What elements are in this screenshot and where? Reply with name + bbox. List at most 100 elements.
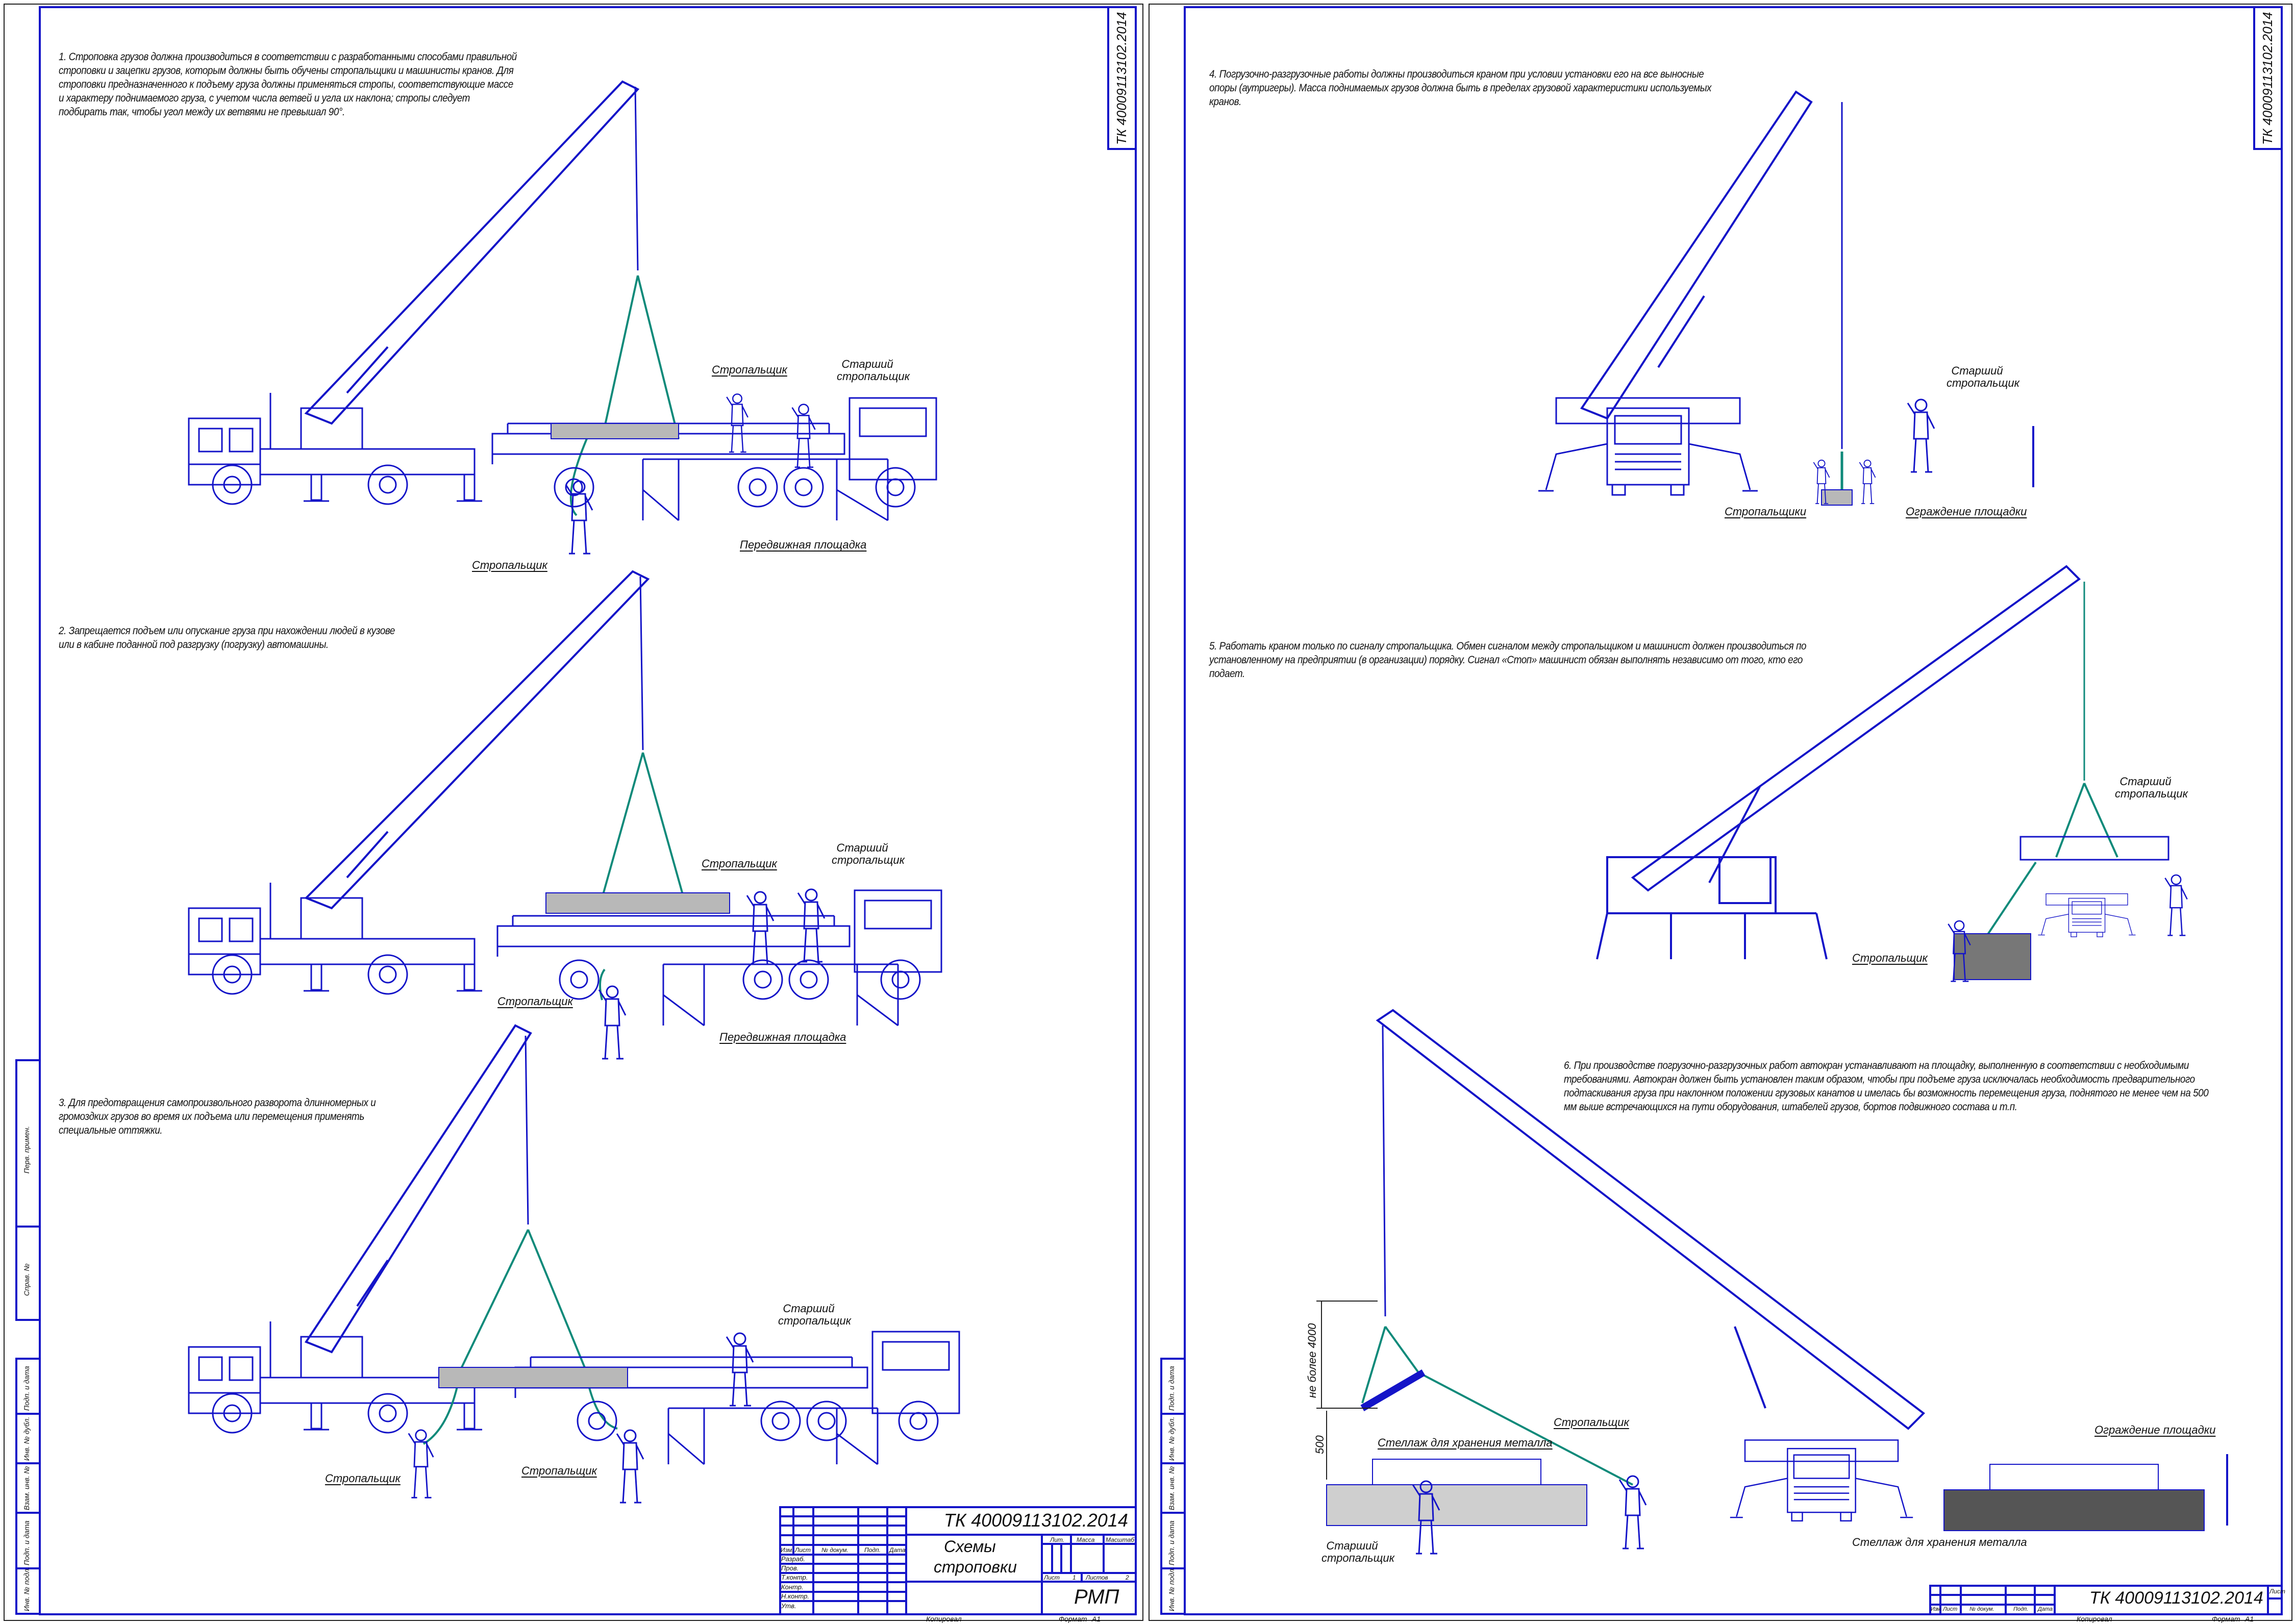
tb1-h-izm: Изм. (781, 1546, 794, 1554)
pipe-load (1360, 1369, 1426, 1412)
tb2-code: ТК 40009113102.2014 (2089, 1588, 2263, 1608)
stamp-vzam-inv: Взам. инв. № (22, 1466, 31, 1510)
label-slinger: Стропальщик (1852, 952, 1928, 964)
tb1-role: Пров. (781, 1564, 799, 1572)
tb1-lit: Лит. (1050, 1536, 1065, 1543)
stamp-vzam-inv: Взам. инв. № (1167, 1466, 1176, 1510)
tb1-massa: Масса (1077, 1536, 1095, 1543)
load (438, 1367, 628, 1388)
stamp-podp-data-2: Подп. и дата (1167, 1520, 1176, 1565)
sheet2-code-vertical: ТК 40009113102.2014 (2260, 12, 2275, 145)
stamp-podp-data: Подп. и дата (22, 1366, 31, 1411)
mobile-platform (642, 458, 889, 521)
scene-1-crane-loading (188, 80, 937, 555)
tb1-title-2: строповки (934, 1558, 1017, 1576)
scene-5-signals (1596, 565, 2188, 982)
worker-figure (1907, 398, 1935, 473)
stamp-sprav: Справ. № (22, 1263, 31, 1296)
label-senior-slinger: Старший стропальщик (2115, 775, 2188, 800)
tb2-h-izm: Изм. (1931, 1606, 1942, 1612)
slings (1361, 1326, 1633, 1486)
slings (569, 275, 680, 516)
title-block-1-grid (779, 1506, 1137, 1615)
tb2-h-date: Дата (2038, 1606, 2053, 1612)
label-fence: Ограждение площадки (2094, 1423, 2216, 1436)
note-2: 2. Запрещается подъем или опускание груз… (59, 625, 395, 651)
tb1-sheets-num: 2 (1126, 1574, 1129, 1581)
label-slinger: Стропальщик (497, 995, 573, 1008)
tb1-sheets-label: Листов (1086, 1574, 1108, 1581)
label-senior-slinger: Старший стропальщик (1947, 364, 2019, 389)
crane-boom (304, 1024, 532, 1354)
tb1-role: Утв. (781, 1602, 796, 1610)
scene-4-outriggers (1537, 90, 2034, 506)
tb2-copied: Копировал (2077, 1615, 2112, 1623)
truck-crane-front (1729, 1439, 1914, 1522)
note-3: 3. Для предотвращения самопроизвольного … (59, 1097, 376, 1136)
note-1: 1. Строповка грузов должна производиться… (59, 51, 517, 118)
crane-boom (304, 80, 640, 425)
label-senior-slinger: Старший стропальщик (832, 841, 905, 866)
tb1-h-list: Лист (795, 1546, 811, 1554)
scene-6-clearance (1316, 1009, 2228, 1555)
label-slinger: Стропальщик (325, 1472, 401, 1485)
slings (422, 1229, 618, 1445)
scene-2-crane-loading (188, 570, 942, 1060)
tb1-role: Контр. (781, 1583, 804, 1591)
crane-boom (1580, 90, 1813, 420)
label-rack: Стеллаж для хранения металла (1378, 1436, 1553, 1449)
dim-500: 500 (1313, 1435, 1326, 1454)
sheet1-code-vertical: ТК 40009113102.2014 (1114, 12, 1129, 145)
label-rack: Стеллаж для хранения металла (1852, 1536, 2027, 1548)
tb2-sheet-label: Лист (2269, 1588, 2285, 1595)
stack (1954, 933, 2031, 980)
dimension-lines (1316, 1301, 1378, 1480)
sheet2-frame (1149, 4, 2292, 1621)
stamp-inv-podl: Инв. № подл. (22, 1567, 31, 1611)
slings (1974, 783, 2118, 955)
rack-left (1326, 1459, 1587, 1526)
label-slinger: Стропальщик (472, 559, 547, 571)
flatbed-truck (491, 397, 937, 508)
tb2-h-podp: Подп. (2013, 1606, 2029, 1612)
tb1-org: РМП (1074, 1586, 1119, 1608)
stamp-podp-data: Подп. и дата (1167, 1366, 1176, 1411)
label-fence: Ограждение площадки (1906, 505, 2027, 518)
note-4: 4. Погрузочно-разгрузочные работы должны… (1209, 68, 1712, 108)
worker-figure (1618, 1475, 1647, 1550)
tb1-format: А1 (1092, 1615, 1101, 1623)
truck-crane-front (1537, 397, 1759, 496)
stamp-inv-dubl: Инв. № дубл. (1167, 1416, 1176, 1461)
tb2-h-doc: № докум. (1969, 1606, 1994, 1612)
label-slinger: Стропальщик (702, 857, 777, 870)
tb1-role: Разраб. (781, 1555, 806, 1563)
stamp-perv-primen: Перв. примен. (22, 1126, 31, 1173)
label-mobile-platform: Передвижная площадка (740, 538, 867, 551)
tb1-h-podp: Подп. (864, 1546, 881, 1554)
label-senior-slinger: Старший стропальщик (837, 358, 910, 383)
truck-front (2037, 893, 2136, 938)
load (551, 423, 679, 439)
sheet2-inner-frame (1160, 6, 2283, 1615)
worker-figure (791, 404, 816, 468)
stamp-inv-podl: Инв. № подл. (1167, 1567, 1176, 1611)
stamp-inv-dubl: Инв. № дубл. (22, 1416, 31, 1461)
crane-boom (1596, 565, 2081, 960)
tb1-sheet-num: 1 (1072, 1574, 1076, 1581)
worker-figure (2164, 874, 2188, 936)
mobile-platform (667, 1407, 879, 1465)
label-senior-slinger: Старший стропальщик (1321, 1539, 1394, 1564)
crane-boom (1376, 1009, 1926, 1430)
worker-figure (565, 480, 593, 555)
worker-figure (598, 985, 627, 1060)
tb1-scale: Масштаб (1106, 1536, 1135, 1543)
tb1-role: Н.контр. (781, 1592, 810, 1600)
tb1-sheet-label: Лист (1044, 1574, 1060, 1581)
truck-crane (188, 882, 483, 995)
tb1-h-doc: № докум. (821, 1546, 849, 1554)
tb1-format-label: Формат (1059, 1615, 1087, 1623)
label-mobile-platform: Передвижная площадка (719, 1031, 846, 1043)
label-slinger: Стропальщик (1554, 1416, 1629, 1429)
title-block-2-grid (1929, 1585, 2283, 1615)
